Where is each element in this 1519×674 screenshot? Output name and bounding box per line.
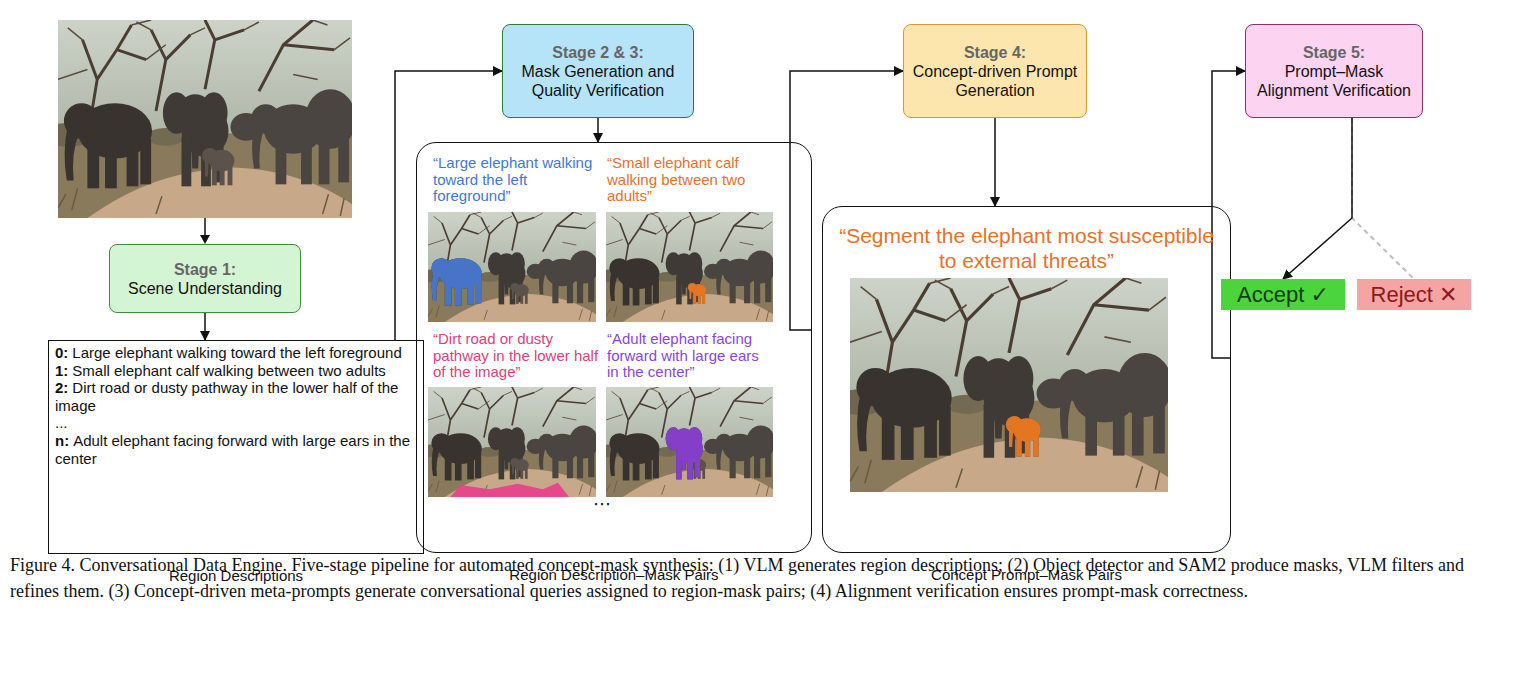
connector — [1283, 118, 1352, 279]
orange-mask — [1006, 416, 1041, 457]
connector — [1212, 71, 1245, 358]
text-label: Concept-driven Prompt Generation — [910, 62, 1080, 100]
connector — [790, 71, 903, 330]
purple-mask — [666, 427, 703, 479]
text-label: “Segment the elephant most susceptible t… — [837, 223, 1216, 273]
photo-scene — [419, 209, 598, 322]
photo-scene — [597, 209, 775, 322]
text-label: Stage 2 & 3: — [552, 43, 644, 62]
stage-box: Stage 5:Prompt–Mask Alignment Verificati… — [1245, 24, 1423, 118]
photo-scene — [42, 15, 356, 218]
blue-mask — [431, 258, 481, 305]
concept-photo — [833, 273, 1172, 492]
mask-photo — [419, 384, 598, 497]
text-row: n:Adult elephant facing forward with lar… — [55, 432, 417, 467]
stage-box: Stage 1:Scene Understanding — [109, 244, 301, 313]
text-row: 1:Small elephant calf walking between tw… — [55, 362, 417, 380]
source-photo — [42, 15, 356, 218]
text-label: Accept ✓ — [1237, 282, 1329, 308]
text-label: Mask Generation and Quality Verification — [509, 62, 687, 100]
text-label: “Dirt road or dusty pathway in the lower… — [433, 331, 599, 381]
text-label: 0: — [55, 344, 68, 361]
photo-scene — [833, 273, 1172, 492]
photo-scene — [597, 384, 775, 497]
text-label: 1: — [55, 362, 68, 379]
concept-panel: “Segment the elephant most susceptible t… — [822, 206, 1231, 553]
text-label: “Large elephant walking toward the left … — [433, 155, 599, 205]
text-label: Scene Understanding — [128, 279, 282, 298]
description-list: 0:Large elephant walking toward the left… — [48, 340, 424, 554]
pairs-panel: “Large elephant walking toward the left … — [416, 142, 812, 553]
pink-mask — [450, 483, 569, 497]
text-label: n: — [55, 432, 69, 449]
text-label: Adult elephant facing forward with large… — [55, 432, 410, 467]
connector — [994, 118, 996, 206]
text-label: Dirt road or dusty pathway in the lower … — [55, 379, 398, 414]
connector — [1352, 118, 1414, 279]
text-row: 2:Dirt road or dusty pathway in the lowe… — [55, 379, 417, 414]
mask-photo — [419, 209, 598, 322]
photo-scene — [419, 384, 598, 497]
connector — [597, 118, 599, 142]
figure-caption: Figure 4. Conversational Data Engine. Fi… — [10, 552, 1510, 604]
text-label: Stage 1: — [174, 260, 236, 279]
text-label: Reject ✕ — [1371, 282, 1458, 308]
photo-arrow — [204, 218, 206, 236]
photo-arrowhead — [200, 235, 210, 244]
text-label: Large elephant walking toward the left f… — [72, 344, 401, 361]
mask-photo — [597, 209, 775, 322]
stage-box: Stage 4:Concept-driven Prompt Generation — [903, 24, 1087, 118]
reject-badge: Reject ✕ — [1357, 279, 1471, 310]
stage-box: Stage 2 & 3:Mask Generation and Quality … — [502, 24, 694, 118]
text-label: ⋯ — [593, 495, 611, 513]
text-label: “Small elephant calf walking between two… — [607, 155, 773, 205]
text-label: Prompt–Mask Alignment Verification — [1252, 62, 1416, 100]
text-label: ... — [55, 414, 417, 432]
mask-photo — [597, 384, 775, 497]
text-label: Stage 5: — [1303, 43, 1365, 62]
text-row: 0:Large elephant walking toward the left… — [55, 344, 417, 362]
text-label: 2: — [55, 379, 68, 396]
text-label: Small elephant calf walking between two … — [72, 362, 386, 379]
orange-mask — [688, 283, 706, 304]
accept-badge: Accept ✓ — [1221, 279, 1345, 310]
text-label: Stage 4: — [964, 43, 1026, 62]
connector — [204, 313, 206, 340]
text-label: “Adult elephant facing forward with larg… — [607, 331, 773, 381]
